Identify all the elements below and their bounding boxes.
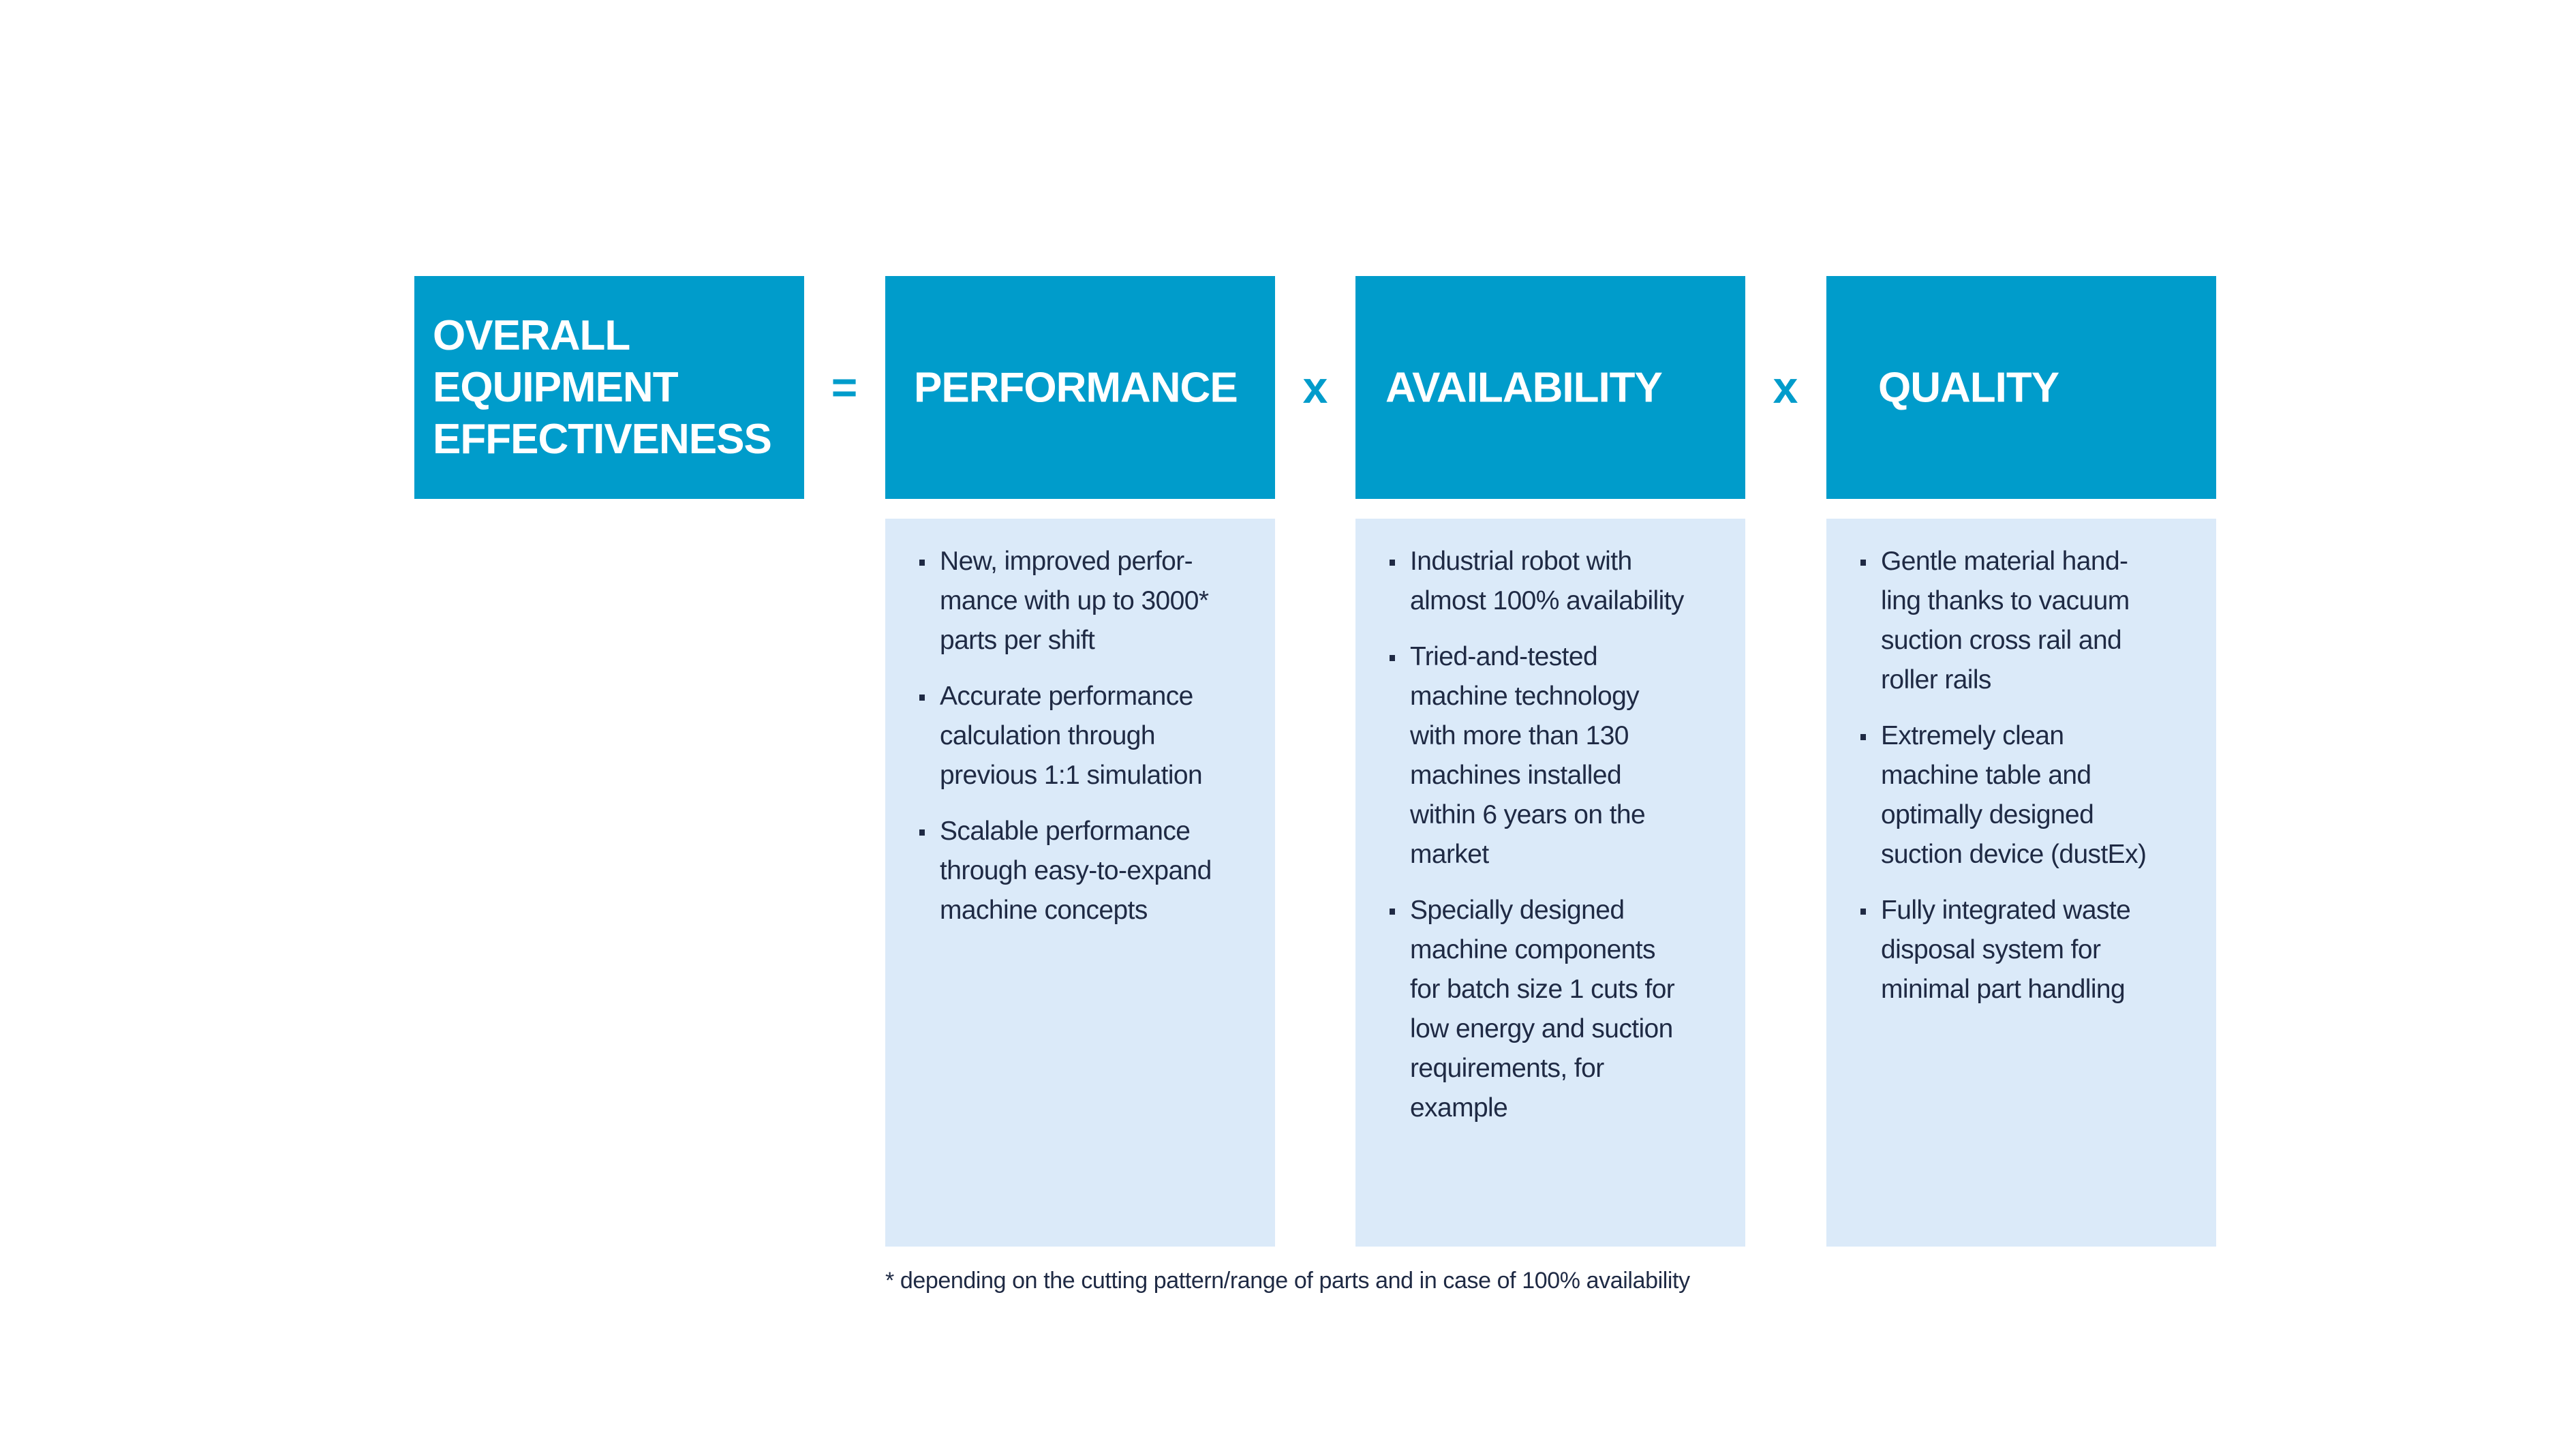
list-item-text: Fully integrated waste: [1881, 896, 2131, 925]
equals-operator: =: [831, 362, 858, 412]
bullet-icon: [1390, 655, 1395, 661]
quality-header: QUALITY: [1826, 276, 2216, 499]
list-item-text: Specially designed: [1410, 896, 1625, 925]
list-item: Tried-and-tested machine technology with m…: [1390, 637, 1732, 874]
list-item-text: machine table and: [1881, 761, 2091, 790]
list-item-text: Industrial robot with: [1410, 547, 1632, 576]
oee-title: OVERALL EQUIPMENT EFFECTIVENESS: [433, 310, 772, 466]
list-item-text: low energy and suction: [1410, 1014, 1673, 1043]
performance-title: PERFORMANCE: [914, 364, 1238, 411]
availability-list: Industrial robot with almost 100% availab…: [1390, 542, 1732, 1144]
quality-list: Gentle material hand-ling thanks to vacu…: [1860, 542, 2203, 1026]
list-item-text: with more than 130: [1410, 721, 1629, 750]
list-item: Industrial robot with almost 100% availab…: [1390, 542, 1732, 621]
list-item-text: optimally designed: [1881, 800, 2094, 829]
availability-header: AVAILABILITY: [1355, 276, 1745, 499]
list-item-text: Extremely clean: [1881, 721, 2064, 750]
list-item-text: machine components: [1410, 935, 1656, 964]
bullet-icon: [1860, 734, 1866, 740]
list-item-text: Gentle material hand-: [1881, 547, 2128, 576]
performance-panel: New, improved perfor-mance with up to 30…: [885, 519, 1275, 1247]
oee-header: OVERALL EQUIPMENT EFFECTIVENESS: [414, 276, 804, 499]
list-item-text: through easy-to-expand: [940, 856, 1212, 885]
times-operator: x: [1773, 362, 1798, 412]
list-item-text: for batch size 1 cuts for: [1410, 975, 1675, 1004]
list-item: Accurate performance calculation through p…: [919, 677, 1261, 795]
performance-header: PERFORMANCE: [885, 276, 1275, 499]
list-item-text: Accurate performance: [940, 682, 1193, 711]
list-item: Specially designed machine components for …: [1390, 891, 1732, 1128]
list-item-text: requirements, for: [1410, 1054, 1604, 1083]
list-item-text: suction cross rail and: [1881, 626, 2122, 655]
list-item-text: market: [1410, 840, 1489, 869]
list-item-text: previous 1:1 simulation: [940, 761, 1203, 790]
bullet-icon: [1860, 560, 1866, 566]
bullet-icon: [1860, 909, 1866, 915]
footnote: * depending on the cutting pattern/range…: [885, 1268, 1690, 1294]
bullet-icon: [1390, 560, 1395, 566]
list-item-text: machine technology: [1410, 682, 1640, 711]
list-item-text: almost 100% availability: [1410, 586, 1684, 615]
list-item-text: roller rails: [1881, 665, 1991, 695]
list-item-text: machine concepts: [940, 896, 1148, 925]
bullet-icon: [919, 829, 925, 836]
list-item-text: machines installed: [1410, 761, 1622, 790]
list-item-text: disposal system for: [1881, 935, 2101, 964]
list-item-text: Tried-and-tested: [1410, 642, 1598, 671]
list-item-text: ling thanks to vacuum: [1881, 586, 2130, 615]
list-item-text: minimal part handling: [1881, 975, 2126, 1004]
list-item: Gentle material hand-ling thanks to vacu…: [1860, 542, 2203, 700]
list-item-text: within 6 years on the: [1410, 800, 1646, 829]
quality-title: QUALITY: [1878, 364, 2059, 411]
availability-panel: Industrial robot with almost 100% availab…: [1355, 519, 1745, 1247]
bullet-icon: [919, 560, 925, 566]
list-item-text: New, improved perfor-: [940, 547, 1193, 576]
list-item-text: example: [1410, 1093, 1508, 1123]
list-item: New, improved perfor-mance with up to 30…: [919, 542, 1261, 660]
bullet-icon: [919, 695, 925, 701]
oee-line: EQUIPMENT: [433, 363, 679, 411]
times-operator: x: [1302, 362, 1328, 412]
list-item-text: suction device (dustEx): [1881, 840, 2147, 869]
list-item: Extremely clean machine table and optimall…: [1860, 716, 2203, 874]
list-item-text: Scalable performance: [940, 817, 1191, 846]
bullet-icon: [1390, 909, 1395, 915]
list-item-text: mance with up to 3000*: [940, 586, 1209, 615]
list-item-text: calculation through: [940, 721, 1156, 750]
list-item: Scalable performance through easy-to-expa…: [919, 812, 1261, 930]
list-item: Fully integrated waste disposal system fo…: [1860, 891, 2203, 1009]
oee-line: EFFECTIVENESS: [433, 415, 772, 463]
availability-title: AVAILABILITY: [1385, 364, 1663, 411]
oee-line: OVERALL: [433, 311, 630, 359]
performance-list: New, improved perfor-mance with up to 30…: [919, 542, 1261, 947]
list-item-text: parts per shift: [940, 626, 1095, 655]
quality-panel: Gentle material hand-ling thanks to vacu…: [1826, 519, 2216, 1247]
